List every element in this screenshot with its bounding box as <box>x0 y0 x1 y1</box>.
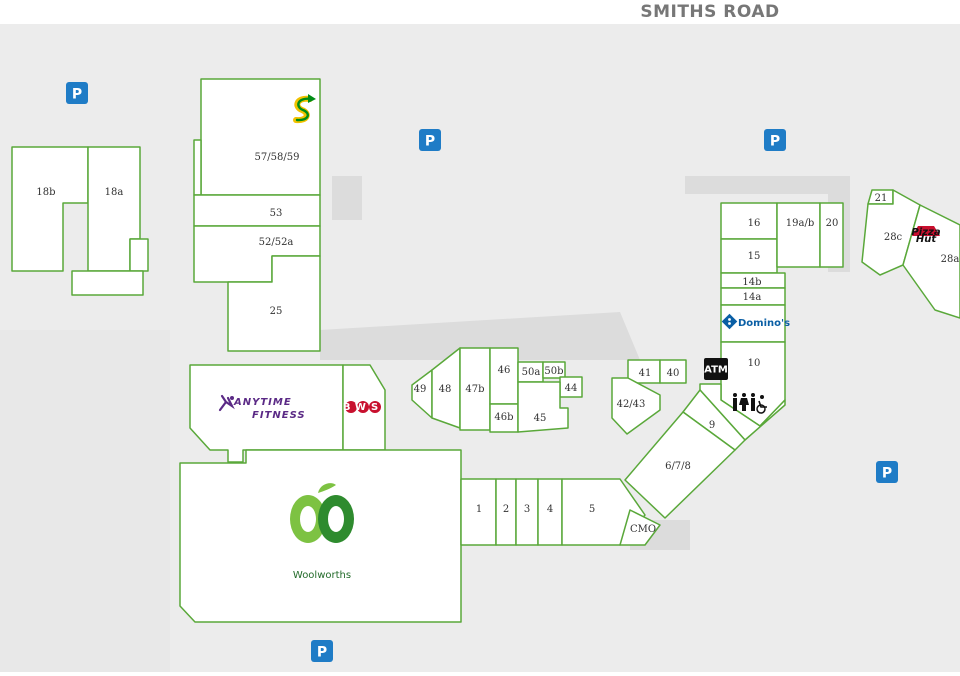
unit-label: 40 <box>667 368 680 379</box>
unit-label: 48 <box>439 384 452 395</box>
unit-label: 3 <box>524 504 530 515</box>
unit-label: 25 <box>270 306 283 317</box>
unit-label: 46b <box>494 412 513 423</box>
unit-label: 47b <box>465 384 484 395</box>
unit-label: 6/7/8 <box>665 461 691 472</box>
store-16[interactable] <box>720 202 778 240</box>
woolworths-logo: Woolworths <box>290 483 354 581</box>
pizza-hut-name-2: Hut <box>916 234 937 245</box>
store-53[interactable] <box>193 194 321 227</box>
parking-markers: P P P P P <box>66 82 898 662</box>
store-18-back[interactable] <box>71 270 144 296</box>
unit-label: 44 <box>565 383 578 394</box>
unit-label: 50b <box>544 366 563 377</box>
unit-label: 14a <box>743 292 762 303</box>
store-57-corner[interactable] <box>193 139 202 196</box>
pizza-hut-logo: Pizza Hut <box>911 226 941 245</box>
road-name: SMITHS ROAD <box>640 2 779 22</box>
parking-label: P <box>425 134 435 150</box>
store-18a-annex[interactable] <box>129 238 149 272</box>
unit-label: 28c <box>884 232 903 243</box>
store-50b[interactable] <box>542 361 566 379</box>
unit-label: 28a <box>941 254 960 265</box>
store-20[interactable] <box>819 202 844 268</box>
unit-label: 1 <box>476 504 482 515</box>
parking-icon[interactable]: P <box>419 129 441 151</box>
unit-label: 21 <box>875 193 888 204</box>
store-47b[interactable] <box>459 347 491 431</box>
unit-label: 49 <box>414 384 427 395</box>
parking-label: P <box>882 466 892 482</box>
subway-logo-icon <box>290 93 318 127</box>
unit-label: 9 <box>709 420 715 431</box>
road-strip <box>0 0 960 24</box>
unit-label: 10 <box>748 358 761 369</box>
store-4[interactable] <box>537 478 563 546</box>
store-15[interactable] <box>720 238 778 274</box>
parking-icon[interactable]: P <box>764 129 786 151</box>
atm-label: ATM <box>704 365 728 376</box>
store-46b[interactable] <box>489 403 519 433</box>
store-dominos[interactable] <box>720 304 786 343</box>
parking-label: P <box>317 645 327 661</box>
unit-label: 20 <box>826 218 839 229</box>
unit-label: 52/52a <box>259 237 294 248</box>
unit-label: 42/43 <box>617 399 646 410</box>
unit-label: 18b <box>36 187 55 198</box>
parking-icon[interactable]: P <box>876 461 898 483</box>
unit-label: 50a <box>522 367 541 378</box>
unit-label: 18a <box>105 187 124 198</box>
woolworths-name: Woolworths <box>293 570 351 581</box>
running-man-icon <box>218 394 235 412</box>
store-45[interactable] <box>517 381 569 433</box>
parking-icon[interactable]: P <box>66 82 88 104</box>
dominos-name: Domino's <box>738 318 790 329</box>
parking-label: P <box>770 134 780 150</box>
store-40[interactable] <box>659 359 687 384</box>
store-cmo[interactable] <box>619 509 661 546</box>
unit-label: 45 <box>534 413 547 424</box>
anytime-fitness-name-2: FITNESS <box>252 410 306 421</box>
toilets-icon <box>733 393 767 414</box>
anytime-fitness-logo: ANYTIME FITNESS <box>218 394 306 421</box>
unit-label: 46 <box>498 365 511 376</box>
parking-label: P <box>72 87 82 103</box>
unit-label: 41 <box>639 368 652 379</box>
parking-icon[interactable]: P <box>311 640 333 662</box>
unit-label: 14b <box>742 277 761 288</box>
store-42[interactable] <box>611 377 661 435</box>
unit-labels: 18b 18a 57/58/59 53 52/52a 25 49 48 47b … <box>36 152 959 535</box>
anytime-fitness-name-1: ANYTIME <box>233 397 292 408</box>
pizza-hut-name-1: Pizza <box>911 227 940 238</box>
store-678[interactable] <box>624 411 736 519</box>
unit-label: 4 <box>547 504 553 515</box>
unit-label: 19a/b <box>786 218 814 229</box>
store-46[interactable] <box>489 347 519 405</box>
store-19[interactable] <box>776 202 821 268</box>
unit-label: 57/58/59 <box>255 152 300 163</box>
unit-label: 5 <box>589 504 595 515</box>
woolworths-apple-icon <box>290 483 354 543</box>
unit-label: 15 <box>748 251 761 262</box>
bws-logo: BWS <box>343 401 383 413</box>
unit-label: 16 <box>748 218 761 229</box>
unit-label: 2 <box>503 504 509 515</box>
unit-label: CMO <box>630 524 656 535</box>
store-outlines <box>11 78 960 623</box>
walkways <box>0 176 850 672</box>
unit-label: 53 <box>270 208 283 219</box>
bws-label: BWS <box>343 402 383 413</box>
atm-icon[interactable]: ATM <box>704 358 728 380</box>
store-25[interactable] <box>227 255 321 352</box>
